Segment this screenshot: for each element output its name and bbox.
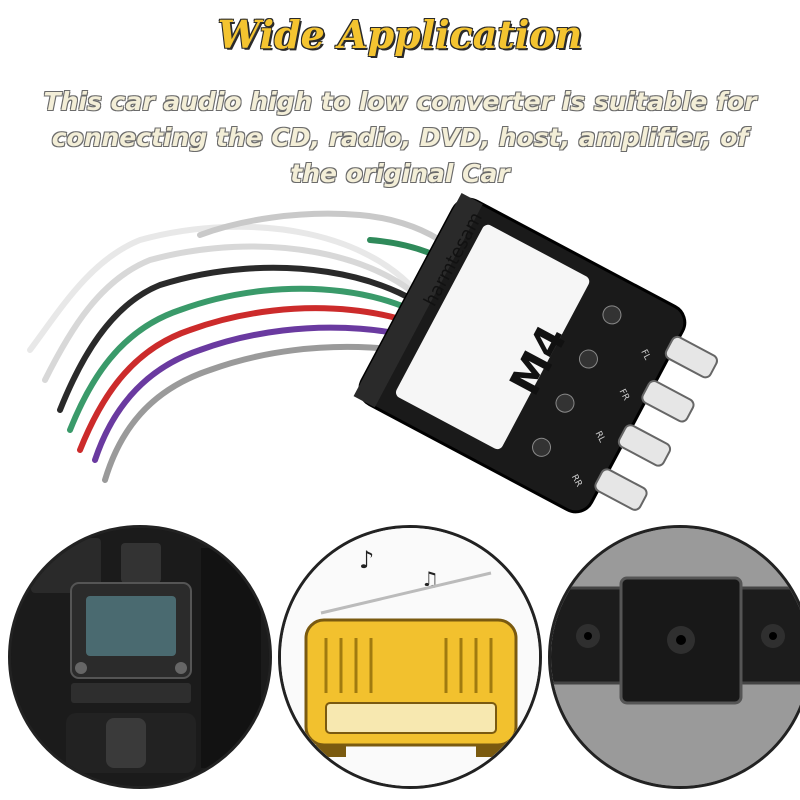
car-dashboard-image	[8, 525, 272, 789]
speakers-image	[548, 525, 800, 789]
product-image: harmtesam M4 FL FR RL RR	[0, 190, 800, 530]
svg-text:♪: ♪	[359, 546, 374, 574]
page-subtitle: This car audio high to low converter is …	[43, 87, 757, 188]
radio-image: ♪ ♫ ♫ ♪	[278, 525, 542, 789]
page-title: Wide Application	[217, 12, 583, 57]
